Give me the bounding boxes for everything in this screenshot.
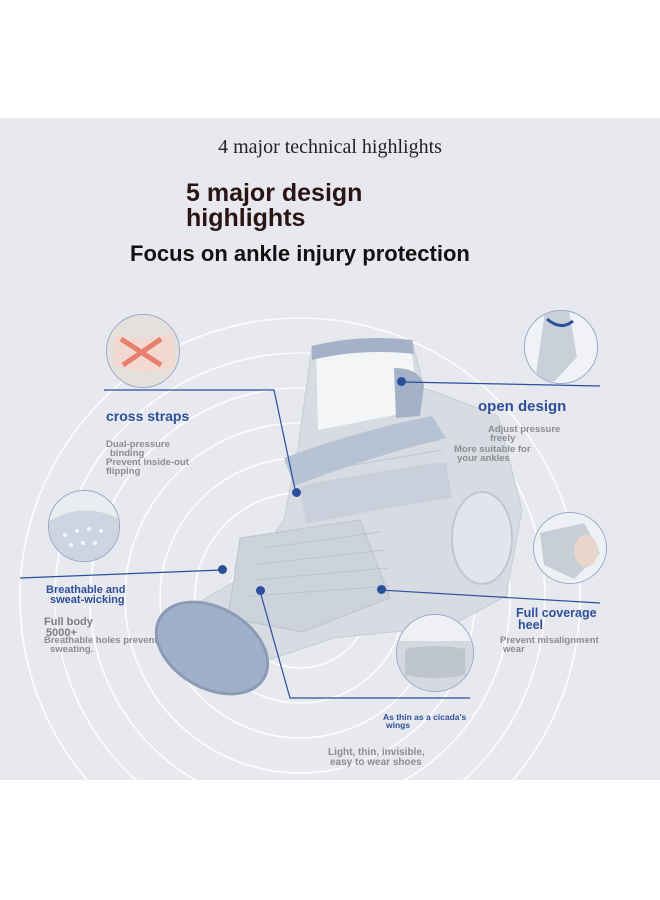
breathable-title-1: Breathable and xyxy=(46,584,126,596)
open-design-desc-3: More suitable for xyxy=(454,444,531,455)
breathable-desc-4: sweating. xyxy=(50,644,94,655)
breathable-desc-1: Full body xyxy=(44,616,93,628)
cross-straps-desc-3: Prevent inside-out xyxy=(106,457,189,468)
breathable-desc-2: 5000+ xyxy=(46,627,77,639)
callout-dot-full-coverage xyxy=(377,585,386,594)
full-coverage-title-2: heel xyxy=(518,618,544,632)
open-design-desc-1: Adjust pressure xyxy=(488,424,561,435)
cross-straps-desc-2: binding xyxy=(110,448,145,459)
cross-straps-title: cross straps xyxy=(106,408,190,424)
open-design-desc-2: freely xyxy=(490,433,516,444)
thin-title-2: wings xyxy=(386,720,411,730)
callout-dot-breathable xyxy=(218,565,227,574)
callout-dot-thin xyxy=(256,586,265,595)
headline-design: 5 major design highlights xyxy=(186,179,363,232)
breathable-desc-3: Breathable holes prevent xyxy=(44,635,158,646)
callout-dot-cross-straps xyxy=(292,488,301,497)
breathable-title-2: sweat-wicking xyxy=(50,594,125,606)
thin-desc-2: easy to wear shoes xyxy=(330,757,422,768)
thin-title-1: As thin as a cicada's xyxy=(383,712,467,722)
open-design-title: open design xyxy=(478,398,567,415)
cross-straps-desc-4: flipping xyxy=(106,466,141,477)
thumbnail-breathable xyxy=(48,490,120,562)
full-coverage-title-1: Full coverage xyxy=(516,606,597,620)
full-coverage-desc-1: Prevent misalignment xyxy=(500,635,599,646)
open-design-desc-4: your ankles xyxy=(457,453,510,464)
headline-focus: Focus on ankle injury protection xyxy=(130,241,470,266)
thumbnail-open-design xyxy=(524,310,598,384)
cross-straps-desc-1: Dual-pressure xyxy=(106,439,170,450)
thumbnail-thin xyxy=(396,614,474,692)
thumbnail-cross-straps xyxy=(106,314,180,388)
callout-dot-open-design xyxy=(397,377,406,386)
thin-desc-1: Light, thin, invisible, xyxy=(328,747,425,758)
headline-technical: 4 major technical highlights xyxy=(218,136,442,158)
full-coverage-desc-2: wear xyxy=(503,644,525,655)
product-panel: 4 major technical highlights 5 major des… xyxy=(0,118,660,780)
thumbnail-full-coverage xyxy=(533,512,607,584)
